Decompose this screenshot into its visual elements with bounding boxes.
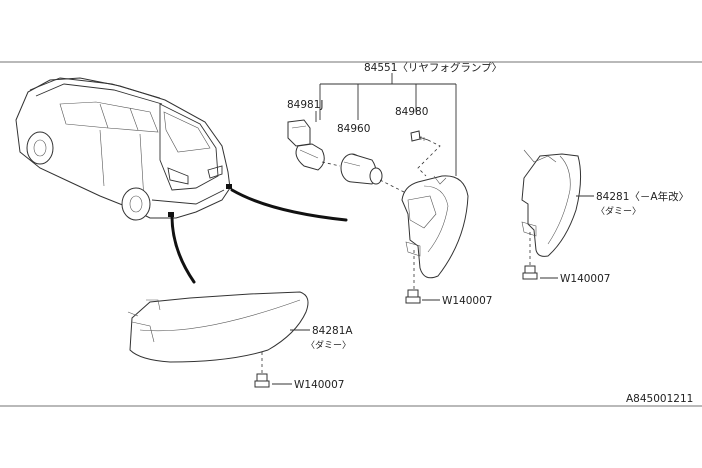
screw-part [410, 130, 429, 142]
pointer-cable-right [230, 188, 348, 222]
assembly-leader-lines [315, 73, 457, 176]
left-bolt-part [254, 373, 270, 388]
main-assembly-label: 84551〈リヤフォグランプ〉 [364, 61, 502, 74]
bolt-center-label: W140007 [442, 295, 492, 307]
screw-label: 84980 [395, 106, 428, 118]
center-bolt-part [405, 289, 421, 304]
socket-part [287, 119, 325, 171]
screw-dashed-line [417, 139, 441, 177]
socket-label: 84981J [287, 99, 324, 111]
dummy-left-note-label: 〈ダミー〉 [306, 339, 351, 351]
bolt-left-label: W140007 [294, 379, 344, 391]
dummy-lamp-left-part [127, 291, 309, 363]
bulb-label: 84960 [337, 123, 370, 135]
bulb-part [340, 153, 383, 185]
dummy-right-part-label: 84281〈－A年改〉 [596, 190, 689, 203]
right-bolt-part [522, 265, 538, 280]
rear-fog-lamp-part [401, 175, 469, 279]
vehicle-illustration [15, 77, 232, 221]
bulb-dashed-line [321, 161, 341, 167]
bolt-right-label: W140007 [560, 273, 610, 285]
dummy-lamp-right-part [521, 149, 582, 257]
dummy-left-part-label: 84281A [312, 325, 353, 337]
dummy-right-note-label: 〈ダミー〉 [596, 205, 641, 217]
diagram-code-label: A845001211 [626, 393, 693, 405]
bulb-to-lamp-dashed-line [379, 179, 405, 193]
pointer-cable-left [170, 214, 196, 284]
